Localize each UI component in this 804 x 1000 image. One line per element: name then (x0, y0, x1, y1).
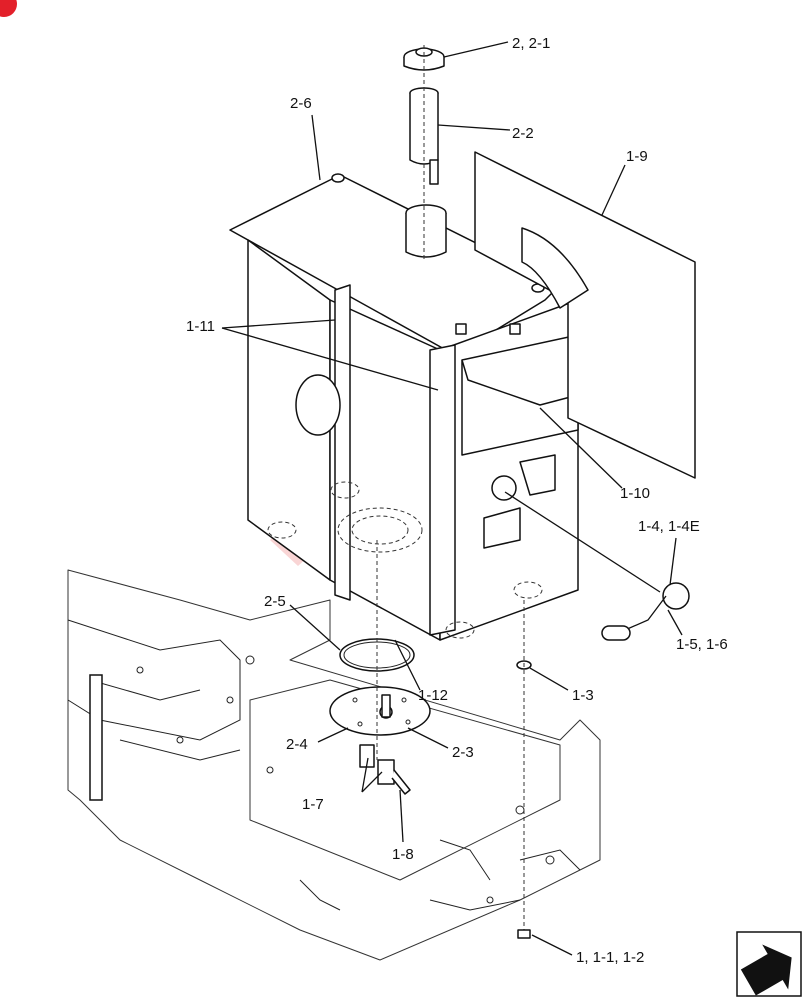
label-sender-screws: 1-5, 1-6 (676, 636, 728, 653)
label-gasket: 1-12 (418, 687, 448, 704)
badge-icon (0, 0, 17, 17)
label-strainer: 2-2 (512, 125, 534, 142)
label-sender: 1-4, 1-4E (638, 518, 700, 535)
label-flange-bolt: 2-4 (286, 736, 308, 753)
machine-frame (67, 569, 601, 961)
label-cover: 1-10 (620, 485, 650, 502)
mount-bolt (516, 600, 532, 939)
label-top-plate: 2-6 (290, 95, 312, 112)
insulation-panel (474, 151, 696, 479)
label-drain-cock: 1-8 (392, 846, 414, 863)
next-arrow-icon[interactable] (735, 931, 804, 1000)
leader-lines (221, 41, 683, 956)
label-mount-bolt: 1, 1-1, 1-2 (576, 949, 644, 966)
fuel-sender (601, 582, 690, 641)
label-cap: 2, 2-1 (512, 35, 550, 52)
label-flange: 2-3 (452, 744, 474, 761)
label-rail: 1-11 (186, 318, 215, 335)
label-o-ring: 2-5 (264, 593, 286, 610)
label-washer: 1-3 (572, 687, 594, 704)
drain-fittings (359, 744, 411, 795)
drain-flange (329, 686, 431, 736)
label-fittings: 1-7 (302, 796, 324, 813)
label-insulation: 1-9 (626, 148, 648, 165)
